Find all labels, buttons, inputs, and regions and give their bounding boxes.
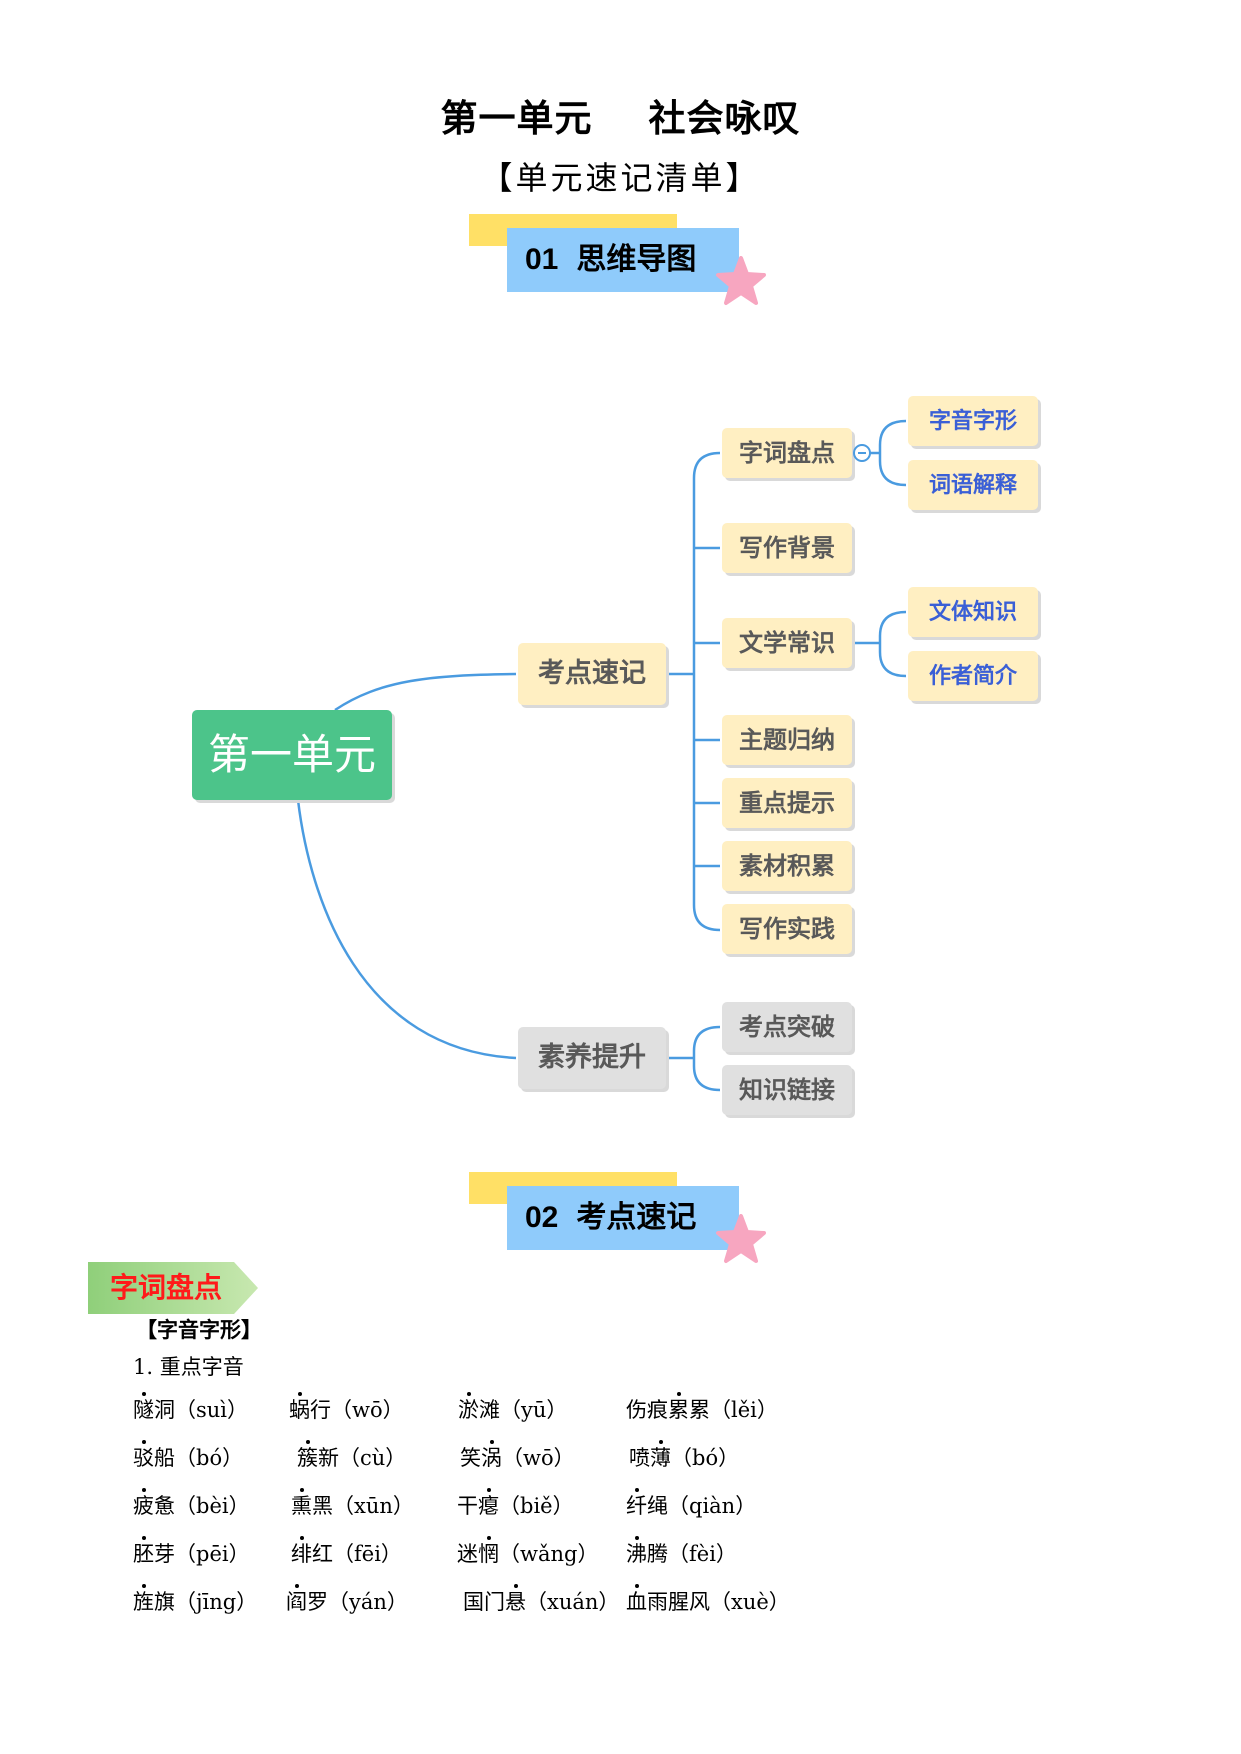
- node-zuozhe-jianjie: 作者简介: [908, 651, 1038, 701]
- banner-text: 考点速记: [576, 1201, 697, 1234]
- list-title: 1. 重点字音: [133, 1355, 244, 1379]
- pinyin-item: 隧洞（suì）: [133, 1398, 249, 1422]
- node-ciyu-jieshi: 词语解释: [908, 460, 1038, 510]
- pinyin-item: 伤痕累累（lěi）: [626, 1398, 778, 1422]
- pinyin-item: 旌旗（jīng）: [133, 1590, 258, 1614]
- pinyin-item: 疲惫（bèi）: [133, 1494, 250, 1518]
- node-kaodian-tupo: 考点突破: [722, 1002, 852, 1052]
- banner-number: 02: [525, 1201, 559, 1234]
- pinyin-item: 簇新（cù）: [297, 1446, 407, 1470]
- tag-arrow-shape: [88, 1262, 258, 1314]
- node-wenti-zhishi: 文体知识: [908, 587, 1038, 637]
- subheading: 【字音字形】: [136, 1318, 262, 1342]
- pinyin-item: 笑涡（wō）: [460, 1446, 575, 1470]
- pinyin-item: 沸腾（fèi）: [626, 1542, 737, 1566]
- mindmap-root: 第一单元: [192, 710, 392, 800]
- node-kaodian-suji: 考点速记: [518, 643, 666, 705]
- banner-label: 01 思维导图: [507, 228, 739, 292]
- pinyin-item: 阎罗（yán）: [286, 1590, 408, 1614]
- node-ziyin-zixing: 字音字形: [908, 396, 1038, 446]
- node-zhuti-guina: 主题归纳: [722, 715, 852, 765]
- node-zici-pandian: 字词盘点: [722, 428, 852, 478]
- section-tag-label: 字词盘点: [110, 1271, 223, 1304]
- node-suyang-tisheng: 素养提升: [518, 1027, 666, 1089]
- pinyin-item: 喷薄（bó）: [629, 1446, 740, 1470]
- node-zhongdian-tishi: 重点提示: [722, 778, 852, 828]
- unit-title: 第一单元: [440, 97, 593, 140]
- node-xiezuo-shijian: 写作实践: [722, 904, 852, 954]
- banner-label: 02 考点速记: [507, 1186, 739, 1250]
- pinyin-item: 蜗行（wō）: [289, 1398, 404, 1422]
- pinyin-item: 胚芽（pēi）: [133, 1542, 250, 1566]
- section-banner-kaodian: 02 考点速记: [469, 1172, 769, 1272]
- star-icon: [716, 256, 766, 305]
- pinyin-item: 驳船（bó）: [133, 1446, 244, 1470]
- pinyin-item: 绯红（fēi）: [291, 1542, 402, 1566]
- pinyin-item: 国门悬（xuán）: [463, 1590, 620, 1614]
- node-zhishi-lianjie: 知识链接: [722, 1065, 852, 1115]
- node-sucai-jilei: 素材积累: [722, 841, 852, 891]
- node-xiezuo-beijing: 写作背景: [722, 523, 852, 573]
- page-title: 第一单元 社会咏叹: [0, 88, 1241, 142]
- page-subtitle: 【单元速记清单】: [480, 159, 761, 197]
- banner-text: 思维导图: [576, 243, 697, 276]
- pinyin-item: 干瘪（biě）: [457, 1494, 574, 1518]
- pinyin-item: 迷惘（wǎng）: [457, 1542, 599, 1566]
- banner-number: 01: [525, 243, 559, 276]
- node-wenxue-changshi: 文学常识: [722, 618, 852, 668]
- pinyin-item: 纤绳（qiàn）: [626, 1494, 757, 1518]
- theme-title: 社会咏叹: [648, 97, 801, 140]
- section-banner-mindmap: 01 思维导图: [469, 214, 769, 314]
- pinyin-item: 淤滩（yū）: [458, 1398, 568, 1422]
- section-tag: 字词盘点: [88, 1262, 258, 1314]
- pinyin-item: 血雨腥风（xuè）: [626, 1590, 790, 1614]
- star-icon: [716, 1214, 766, 1263]
- collapse-toggle-icon[interactable]: [853, 444, 871, 462]
- pinyin-item: 熏黑（xūn）: [291, 1494, 414, 1518]
